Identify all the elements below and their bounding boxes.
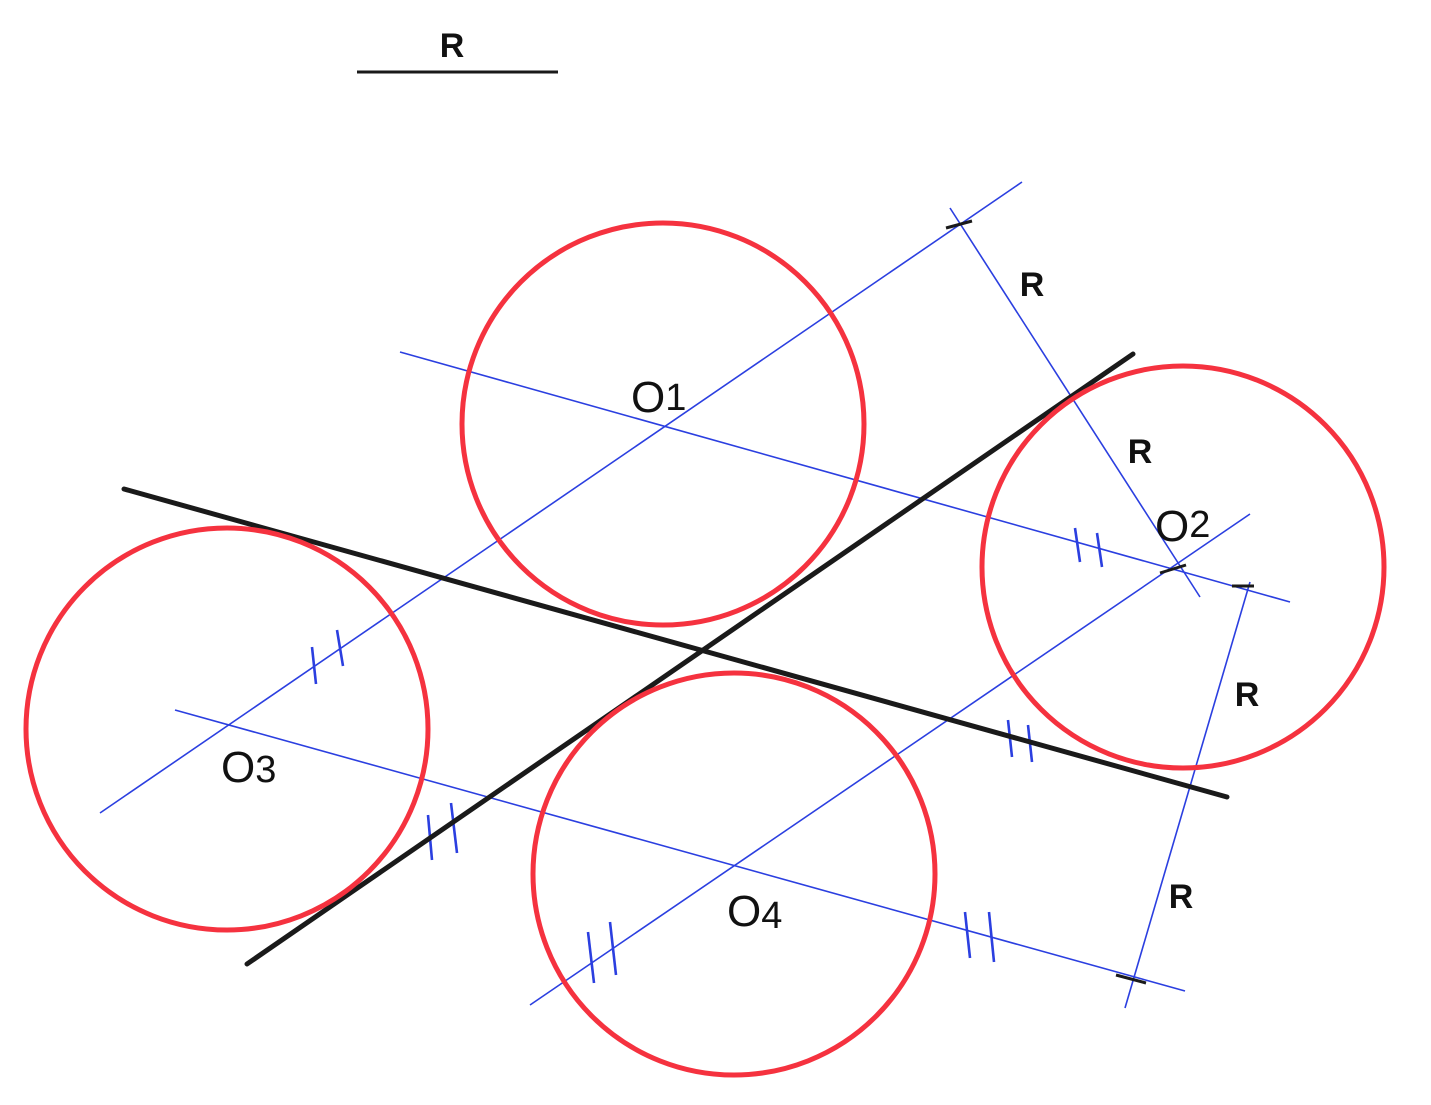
- circle-o3: [23, 525, 431, 933]
- tick-mark: [1159, 563, 1187, 575]
- equal-tick: [963, 911, 972, 959]
- perpendicular-line-2: [1124, 581, 1251, 1009]
- parallel-line-d: [174, 709, 1186, 992]
- circle-o2: [979, 363, 1387, 771]
- equal-tick: [987, 911, 996, 963]
- radius-label: R: [1128, 433, 1153, 471]
- perpendicular-line-1: [949, 207, 1201, 598]
- circle-o4: [530, 670, 938, 1078]
- tick-mark: [1115, 973, 1147, 985]
- given-line-1: [121, 486, 1230, 800]
- equal-tick: [449, 802, 459, 854]
- given-line-2: [244, 351, 1136, 967]
- center-label-o2: O2: [1155, 502, 1210, 551]
- circles: [23, 220, 1387, 1078]
- equal-tick: [335, 629, 345, 667]
- equal-tick: [310, 646, 318, 685]
- radius-label: R: [1169, 878, 1194, 916]
- equal-tick: [608, 921, 618, 976]
- construction-lines: [99, 181, 1291, 1009]
- center-label-o4: O4: [727, 887, 782, 937]
- radius-label: R: [1020, 266, 1045, 304]
- circle-o1: [459, 220, 867, 628]
- center-label-o3: O3: [221, 743, 276, 792]
- scale-segment: R: [357, 27, 558, 74]
- end-ticks: [945, 219, 1254, 985]
- scale-label: R: [440, 27, 465, 65]
- parallel-line-c: [399, 351, 1291, 603]
- center-label-o1: O1: [631, 373, 686, 422]
- tick-mark: [945, 219, 973, 230]
- equal-tick: [1073, 527, 1082, 563]
- parallel-line-b: [529, 513, 1251, 1006]
- equal-tick: [1095, 532, 1104, 568]
- given-lines: [121, 351, 1230, 967]
- parallel-line-a: [99, 181, 1023, 814]
- equal-tick: [586, 931, 596, 984]
- radius-label: R: [1235, 676, 1260, 714]
